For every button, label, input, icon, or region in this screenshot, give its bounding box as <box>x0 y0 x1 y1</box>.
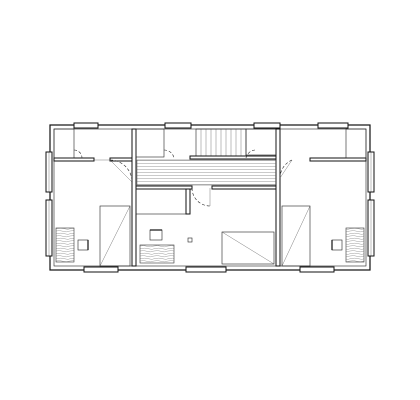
interior-walls <box>53 128 367 267</box>
wardrobes <box>99 205 311 267</box>
floor-fixture <box>187 237 193 243</box>
front-rear-windows <box>73 122 349 273</box>
chairs <box>77 229 343 251</box>
doors <box>73 149 293 207</box>
side-windows <box>45 151 375 257</box>
staircase <box>189 128 277 160</box>
corridor-floor <box>136 159 277 186</box>
desks <box>55 227 365 264</box>
